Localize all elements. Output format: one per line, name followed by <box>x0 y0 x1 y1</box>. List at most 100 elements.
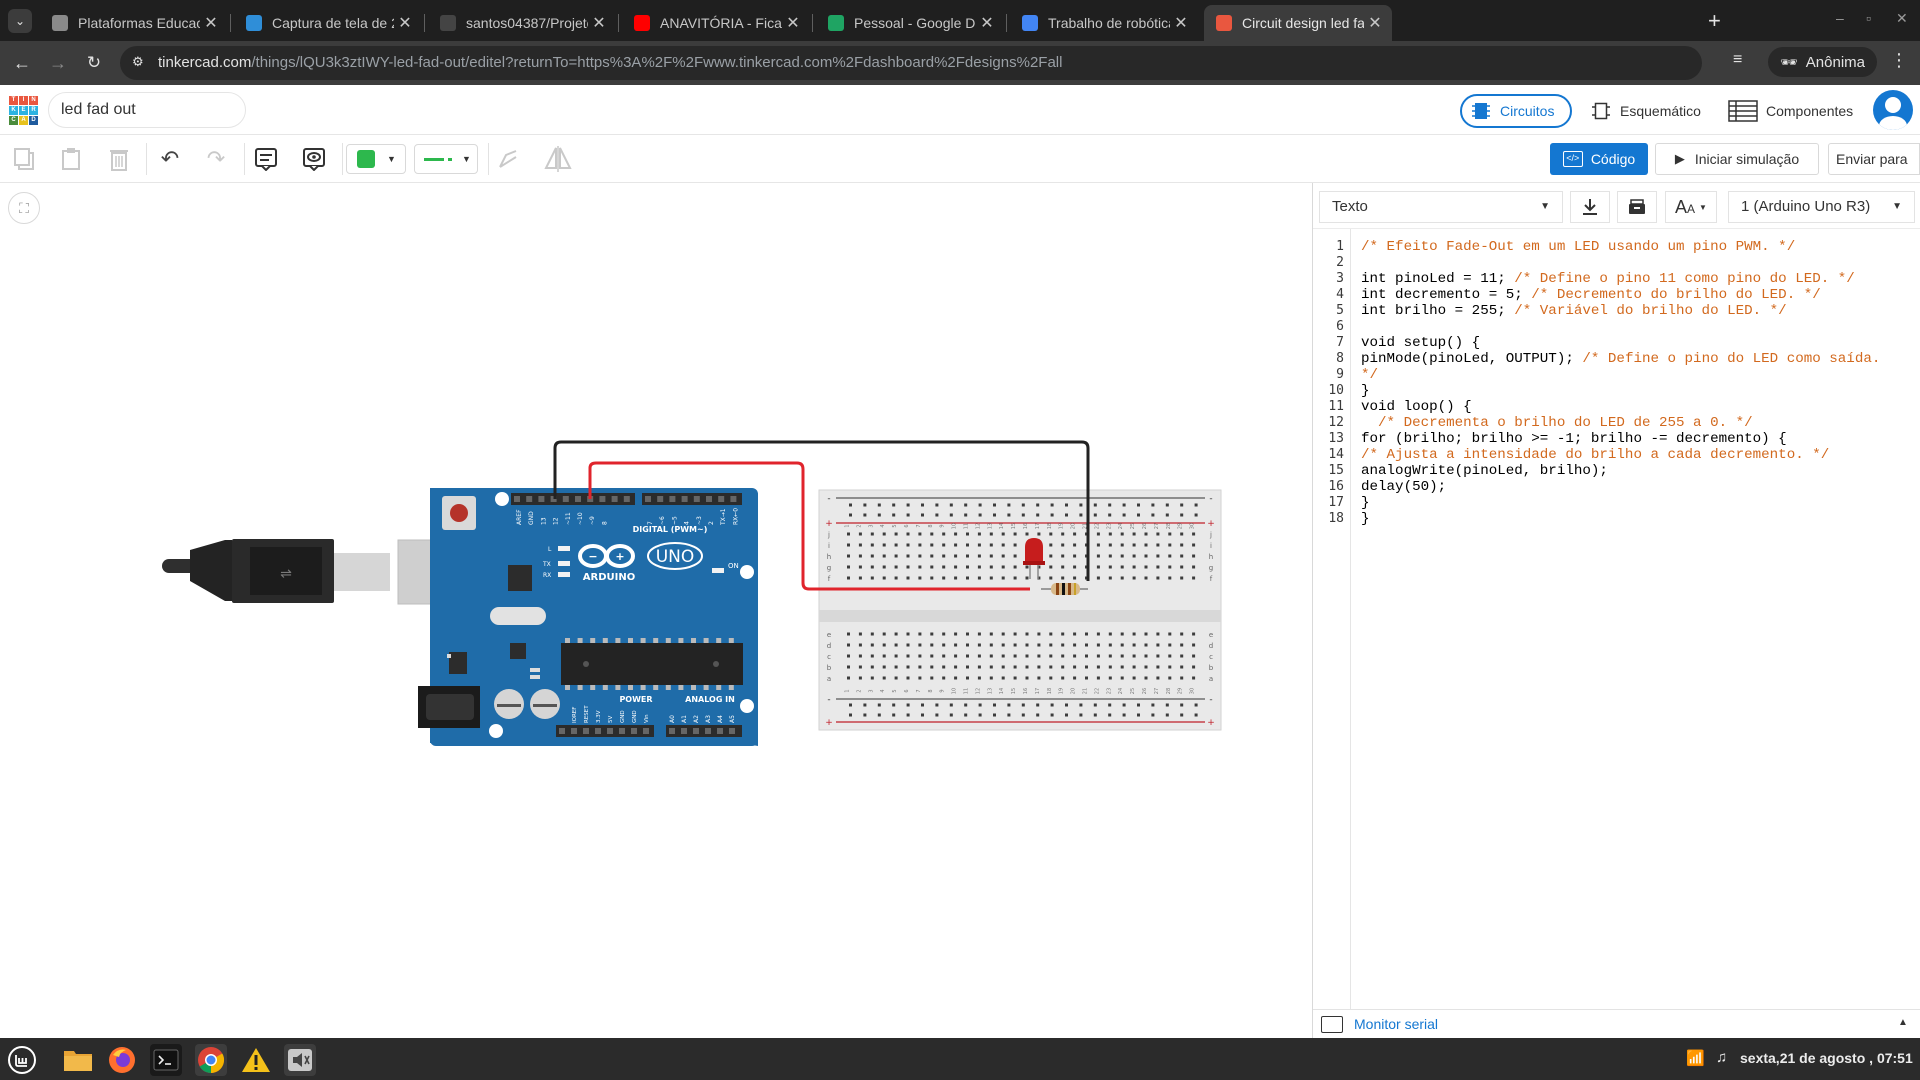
browser-tab[interactable]: Captura de tela de 2026-08-2✕ <box>234 5 422 41</box>
code-mode-select[interactable]: Texto ▼ <box>1319 191 1563 223</box>
mint-menu-icon[interactable] <box>6 1044 38 1076</box>
reading-list-icon[interactable]: ≡ <box>1733 51 1743 68</box>
chevron-up-icon[interactable]: ▲ <box>1898 1017 1908 1028</box>
close-tab-icon[interactable]: ✕ <box>980 15 994 32</box>
breadboard-hole <box>1168 554 1172 558</box>
code-line[interactable]: int brilho = 255; /* Variável do brilho … <box>1361 303 1787 319</box>
terminal-icon[interactable] <box>150 1044 182 1076</box>
browser-tab[interactable]: santos04387/Projeto-Integr✕ <box>428 5 616 41</box>
browser-tab[interactable]: Pessoal - Google Drive✕ <box>816 5 1004 41</box>
paste-icon[interactable] <box>55 143 87 175</box>
omnibox[interactable]: ⚙ tinkercad.com/things/lQU3k3ztIWY-led-f… <box>120 46 1818 80</box>
start-simulation-button[interactable]: ▶ Iniciar simulação <box>1655 143 1819 175</box>
breadboard-hole <box>858 632 862 636</box>
code-line[interactable]: /* Efeito Fade-Out em um LED usando um p… <box>1361 239 1795 255</box>
close-tab-icon[interactable]: ✕ <box>398 15 412 32</box>
browser-tab[interactable]: Plataformas Educacionais✕ <box>40 5 228 41</box>
close-tab-icon[interactable]: ✕ <box>1368 15 1382 32</box>
circuits-view-button[interactable]: Circuitos <box>1460 94 1572 128</box>
device-select[interactable]: 1 (Arduino Uno R3) ▼ <box>1728 191 1915 223</box>
back-button[interactable]: ← <box>13 53 31 73</box>
schematic-view-button[interactable]: Esquemático <box>1582 94 1709 128</box>
breadboard-hole <box>1025 654 1029 658</box>
code-line[interactable]: analogWrite(pinoLed, brilho); <box>1361 463 1608 479</box>
forward-button[interactable]: → <box>49 53 67 73</box>
firefox-icon[interactable] <box>106 1044 138 1076</box>
breadboard-hole <box>966 632 969 636</box>
wire-style-picker[interactable]: ▼ <box>414 144 478 174</box>
components-list-button[interactable]: Componentes <box>1720 94 1861 128</box>
serial-monitor-bar[interactable]: Monitor serial ▲ <box>1313 1009 1920 1038</box>
maximize-icon[interactable]: ▫ <box>1866 10 1871 26</box>
undo-icon[interactable]: ↶ <box>160 146 180 171</box>
code-line[interactable]: int decremento = 5; /* Decremento do bri… <box>1361 287 1821 303</box>
reload-button[interactable]: ↻ <box>86 53 102 72</box>
close-tab-icon[interactable]: ✕ <box>1174 15 1188 32</box>
notes-visibility-icon[interactable] <box>298 143 330 175</box>
breadboard-hole <box>1037 654 1041 658</box>
close-tab-icon[interactable]: ✕ <box>592 15 606 32</box>
incognito-badge[interactable]: 🕶Anônima <box>1768 47 1877 77</box>
close-tab-icon[interactable]: ✕ <box>786 15 800 32</box>
circuit-canvas[interactable]: ⛶ ⇌ <box>0 183 1312 1038</box>
code-line[interactable]: delay(50); <box>1361 479 1446 495</box>
resistor[interactable] <box>1041 583 1088 595</box>
files-icon[interactable] <box>62 1044 94 1076</box>
library-button[interactable] <box>1617 191 1657 223</box>
code-line[interactable]: } <box>1361 495 1370 511</box>
music-icon[interactable]: ♫ <box>1716 1049 1728 1066</box>
system-clock[interactable]: sexta,21 de agosto , 07:51 <box>1740 1050 1913 1066</box>
arduino-uno-board[interactable]: − + UNO ARDUINO DIGITAL (PWM~) ON L TX R… <box>418 488 758 746</box>
browser-tab[interactable]: Circuit design led fad out - Ti✕ <box>1204 5 1392 41</box>
send-to-button[interactable]: Enviar para <box>1828 143 1920 175</box>
sound-settings-icon[interactable] <box>284 1044 316 1076</box>
close-tab-icon[interactable]: ✕ <box>204 15 218 32</box>
ground-wire[interactable] <box>553 440 1090 581</box>
code-line[interactable]: void setup() { <box>1361 335 1480 351</box>
warning-icon[interactable] <box>240 1044 272 1076</box>
breadboard-hole <box>1037 565 1041 569</box>
code-line[interactable]: } <box>1361 511 1370 527</box>
code-line[interactable]: for (brilho; brilho >= -1; brilho -= dec… <box>1361 431 1787 447</box>
url-text[interactable]: tinkercad.com/things/lQU3k3ztIWY-led-fad… <box>158 54 1062 71</box>
color-picker[interactable]: ▼ <box>346 144 406 174</box>
browser-menu-icon[interactable]: ⋮ <box>1890 50 1908 70</box>
close-window-icon[interactable]: ✕ <box>1896 10 1908 26</box>
minimize-icon[interactable]: – <box>1836 10 1844 26</box>
code-line[interactable]: void loop() { <box>1361 399 1472 415</box>
code-line[interactable]: /* Decrementa o brilho do LED de 255 a 0… <box>1361 415 1753 431</box>
column-number: 10 <box>952 523 958 529</box>
code-line[interactable]: int pinoLed = 11; /* Define o pino 11 co… <box>1361 271 1855 287</box>
delete-icon[interactable] <box>103 143 135 175</box>
code-button[interactable]: </> Código <box>1550 143 1648 175</box>
notes-icon[interactable] <box>250 143 282 175</box>
code-line[interactable]: /* Ajusta a intensidade do brilho a cada… <box>1361 447 1829 463</box>
browser-tab[interactable]: ANAVITÓRIA - Fica ft. Mathe✕ <box>622 5 810 41</box>
redo-icon[interactable]: ↷ <box>206 146 226 171</box>
code-line[interactable]: } <box>1361 383 1370 399</box>
code-line[interactable]: pinMode(pinoLed, OUTPUT); /* Define o pi… <box>1361 351 1880 367</box>
red-led[interactable] <box>1023 538 1045 579</box>
browser-tab[interactable]: Trabalho de robótica e físic✕ <box>1010 5 1198 41</box>
fit-view-icon[interactable]: ⛶ <box>8 192 40 224</box>
code-line[interactable]: */ <box>1361 367 1378 383</box>
download-code-button[interactable] <box>1570 191 1610 223</box>
font-size-button[interactable]: AA ▼ <box>1665 191 1717 223</box>
usb-cable[interactable]: ⇌ <box>162 539 479 605</box>
signal-wire-pin-11[interactable] <box>588 461 1030 591</box>
wifi-icon[interactable]: 📶 <box>1686 1050 1705 1067</box>
tab-search-button[interactable]: ⌄ <box>8 9 32 33</box>
rotate-icon[interactable] <box>492 143 524 175</box>
new-tab-button[interactable]: + <box>1708 8 1721 33</box>
chrome-icon[interactable] <box>195 1044 227 1076</box>
flip-icon[interactable] <box>542 143 574 175</box>
header-pin <box>538 496 545 502</box>
user-avatar[interactable] <box>1873 90 1913 130</box>
rail-label-minus: - <box>827 494 830 504</box>
site-info-icon[interactable]: ⚙ <box>132 54 144 69</box>
design-name-field[interactable]: led fad out <box>48 92 246 128</box>
copy-icon[interactable] <box>8 143 40 175</box>
